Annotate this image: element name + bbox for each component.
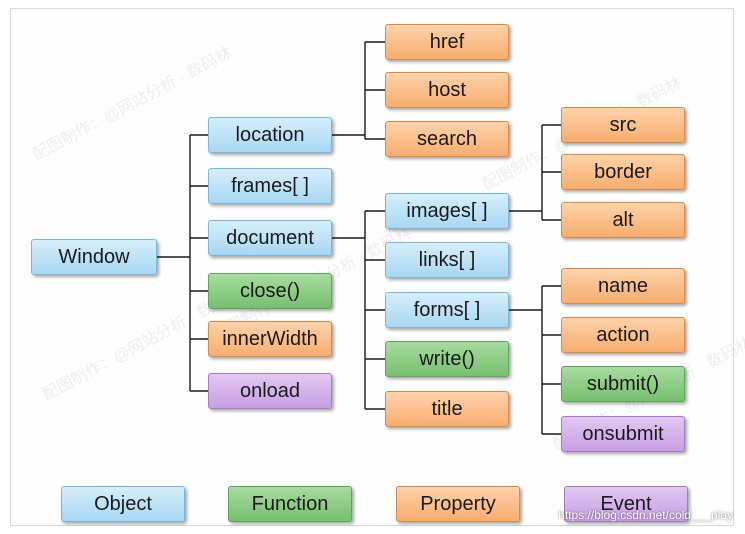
credit-url: https://blog.csdn.net/cold___play — [558, 508, 733, 522]
legend-object: Object — [61, 486, 185, 522]
node-host: host — [385, 72, 509, 108]
node-links: links[ ] — [385, 242, 509, 278]
node-alt: alt — [561, 202, 685, 238]
node-submit: submit() — [561, 366, 685, 402]
node-search: search — [385, 121, 509, 157]
node-name: name — [561, 268, 685, 304]
legend-function: Function — [228, 486, 352, 522]
node-location: location — [208, 117, 332, 153]
node-src: src — [561, 107, 685, 143]
node-forms: forms[ ] — [385, 292, 509, 328]
node-onsubmit: onsubmit — [561, 416, 685, 452]
node-document: document — [208, 220, 332, 256]
node-border: border — [561, 154, 685, 190]
legend-property: Property — [396, 486, 520, 522]
node-close: close() — [208, 273, 332, 309]
node-images: images[ ] — [385, 193, 509, 229]
node-window: Window — [31, 239, 157, 275]
node-action: action — [561, 317, 685, 353]
node-href: href — [385, 24, 509, 60]
legend-event: Event — [564, 486, 688, 522]
node-frames: frames[ ] — [208, 168, 332, 204]
node-title: title — [385, 391, 509, 427]
node-onload: onload — [208, 373, 332, 409]
node-innerwidth: innerWidth — [208, 321, 332, 357]
node-write: write() — [385, 341, 509, 377]
